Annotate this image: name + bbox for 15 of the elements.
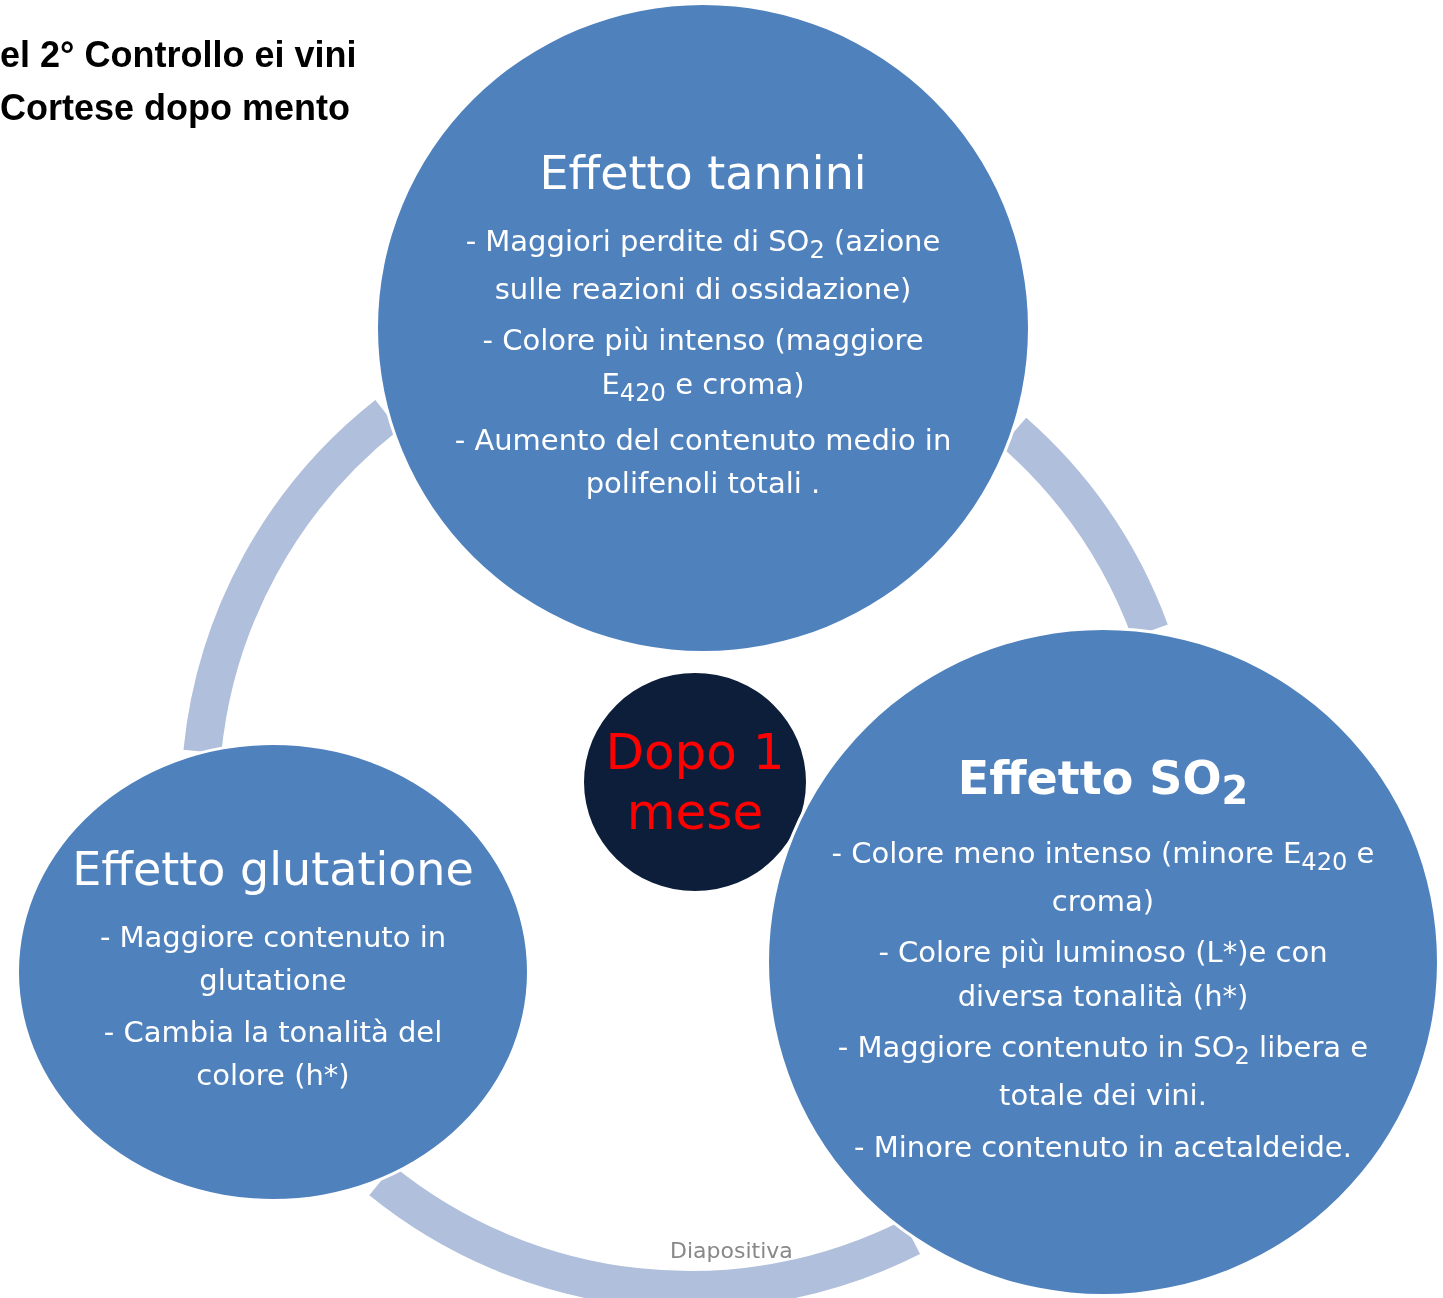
circle-text: - Colore più luminoso (L*)e con diversa tonalità (h*) (877, 934, 1329, 1015)
slide-label: Diapositiva (670, 1238, 793, 1263)
circle-text: - Aumento del contenuto medio in polifenoli totali . (453, 421, 953, 503)
center-label: Dopo 1 mese (604, 722, 786, 842)
circle-text: - Maggiore contenuto in SO$_{2}$ libera e totale dei vini. (836, 1029, 1370, 1115)
circle-text: - Cambia la tonalità del colore (h*) (102, 1013, 444, 1095)
circle-heading: Effetto glutatione (72, 842, 474, 898)
slide-title: el 2° Controllo ei vini Cortese dopo mento (0, 33, 358, 130)
circle-text: - Maggiore contenuto in glutatione (98, 918, 448, 1000)
circle-text: - Maggiori perdite di SO$_{2}$ (azione sulle reazioni di ossidazione) (464, 222, 942, 308)
circle-heading: Effetto SO$_{2}$ (957, 750, 1249, 814)
circle-text: - Colore meno intenso (minore E$_{420}$ e croma) (830, 834, 1376, 920)
circle-text: - Minore contenuto in acetaldeide. (854, 1128, 1352, 1166)
circle-text: - Colore più intenso (maggiore E$_{420}$ e croma) (481, 322, 925, 409)
circle-heading: Effetto tannini (539, 146, 867, 202)
